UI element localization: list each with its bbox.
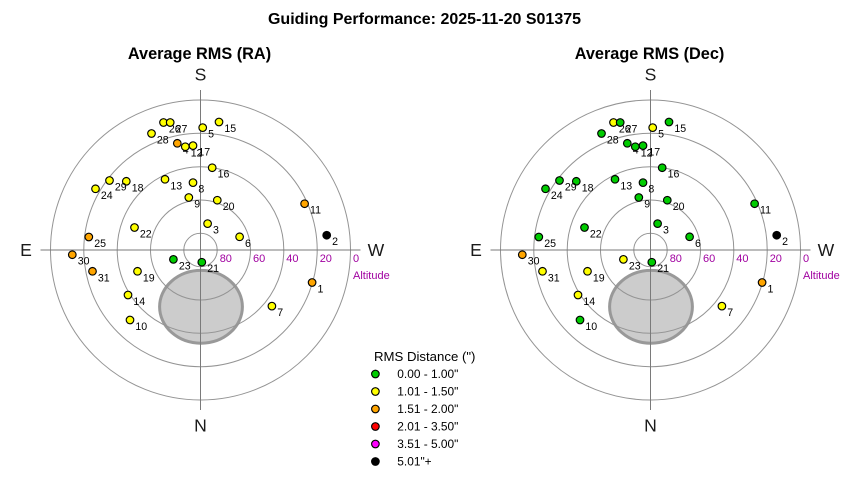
- svg-text:21: 21: [207, 263, 219, 275]
- svg-text:Altitude: Altitude: [803, 270, 840, 282]
- svg-text:30: 30: [78, 256, 90, 268]
- svg-text:N: N: [644, 415, 657, 435]
- svg-text:40: 40: [286, 253, 298, 265]
- svg-text:30: 30: [528, 256, 540, 268]
- svg-text:80: 80: [670, 253, 682, 265]
- svg-text:6: 6: [245, 238, 251, 250]
- svg-text:N: N: [194, 415, 207, 435]
- svg-text:RMS Distance ("): RMS Distance ("): [374, 349, 475, 364]
- svg-text:9: 9: [194, 199, 200, 211]
- svg-text:60: 60: [253, 253, 265, 265]
- svg-text:1: 1: [768, 284, 774, 296]
- svg-text:17: 17: [648, 147, 660, 159]
- svg-text:1.01 - 1.50": 1.01 - 1.50": [397, 384, 458, 398]
- svg-text:29: 29: [115, 182, 127, 194]
- svg-text:1.51 - 2.00": 1.51 - 2.00": [397, 402, 458, 416]
- svg-text:27: 27: [626, 124, 638, 136]
- svg-text:13: 13: [620, 180, 632, 192]
- svg-text:Average RMS (RA): Average RMS (RA): [128, 45, 271, 63]
- svg-text:31: 31: [98, 272, 110, 284]
- svg-text:26: 26: [169, 124, 181, 136]
- svg-text:5: 5: [208, 129, 214, 141]
- svg-text:E: E: [20, 240, 32, 260]
- svg-text:2: 2: [332, 236, 338, 248]
- svg-text:25: 25: [94, 238, 106, 250]
- svg-text:20: 20: [673, 201, 685, 213]
- svg-text:19: 19: [593, 272, 605, 284]
- svg-text:11: 11: [760, 205, 771, 217]
- svg-text:9: 9: [644, 199, 650, 211]
- svg-text:2.01 - 3.50": 2.01 - 3.50": [397, 419, 458, 433]
- svg-text:23: 23: [629, 260, 641, 272]
- svg-text:10: 10: [135, 321, 147, 333]
- svg-text:W: W: [368, 240, 385, 260]
- svg-text:2: 2: [782, 236, 788, 248]
- svg-text:27: 27: [176, 124, 188, 136]
- svg-text:3: 3: [663, 225, 669, 237]
- svg-text:0: 0: [803, 253, 809, 265]
- svg-text:14: 14: [583, 296, 595, 308]
- svg-text:25: 25: [544, 238, 556, 250]
- svg-text:16: 16: [218, 169, 230, 181]
- svg-text:17: 17: [198, 147, 210, 159]
- svg-text:Altitude: Altitude: [353, 270, 390, 282]
- svg-text:20: 20: [320, 253, 332, 265]
- svg-text:13: 13: [170, 180, 182, 192]
- svg-text:60: 60: [703, 253, 715, 265]
- svg-text:80: 80: [220, 253, 232, 265]
- svg-text:12: 12: [641, 148, 653, 160]
- svg-text:22: 22: [590, 229, 602, 241]
- svg-text:5: 5: [658, 129, 664, 141]
- svg-text:S: S: [195, 65, 207, 85]
- svg-text:14: 14: [133, 296, 145, 308]
- svg-text:E: E: [470, 240, 482, 260]
- svg-text:3.51 - 5.00": 3.51 - 5.00": [397, 437, 458, 451]
- svg-text:10: 10: [585, 321, 597, 333]
- svg-text:7: 7: [277, 307, 283, 319]
- svg-text:8: 8: [198, 184, 204, 196]
- svg-text:19: 19: [143, 272, 155, 284]
- svg-text:40: 40: [736, 253, 748, 265]
- svg-text:3: 3: [213, 225, 219, 237]
- svg-text:6: 6: [695, 238, 701, 250]
- svg-text:28: 28: [607, 135, 619, 147]
- svg-text:20: 20: [223, 201, 235, 213]
- svg-text:18: 18: [132, 182, 144, 194]
- svg-text:7: 7: [727, 307, 733, 319]
- svg-text:15: 15: [224, 123, 236, 135]
- svg-text:22: 22: [140, 229, 152, 241]
- svg-text:26: 26: [619, 124, 631, 136]
- svg-text:1: 1: [318, 284, 324, 296]
- svg-text:Average RMS (Dec): Average RMS (Dec): [575, 45, 725, 63]
- svg-text:16: 16: [668, 169, 680, 181]
- svg-text:24: 24: [551, 190, 563, 202]
- svg-text:18: 18: [582, 182, 594, 194]
- svg-text:20: 20: [770, 253, 782, 265]
- svg-text:5.01"+: 5.01"+: [397, 454, 431, 468]
- svg-text:29: 29: [565, 182, 577, 194]
- svg-text:21: 21: [657, 263, 669, 275]
- svg-text:W: W: [818, 240, 835, 260]
- svg-text:0: 0: [353, 253, 359, 265]
- svg-text:12: 12: [191, 148, 203, 160]
- svg-text:31: 31: [548, 272, 560, 284]
- svg-text:28: 28: [157, 135, 169, 147]
- svg-text:11: 11: [310, 205, 321, 217]
- svg-text:23: 23: [179, 260, 191, 272]
- svg-text:24: 24: [101, 190, 113, 202]
- svg-text:0.00 - 1.00": 0.00 - 1.00": [397, 367, 458, 381]
- svg-text:15: 15: [674, 123, 686, 135]
- svg-text:8: 8: [648, 184, 654, 196]
- svg-text:Guiding Performance: 2025-11-2: Guiding Performance: 2025-11-20 S01375: [268, 11, 581, 28]
- svg-text:S: S: [645, 65, 657, 85]
